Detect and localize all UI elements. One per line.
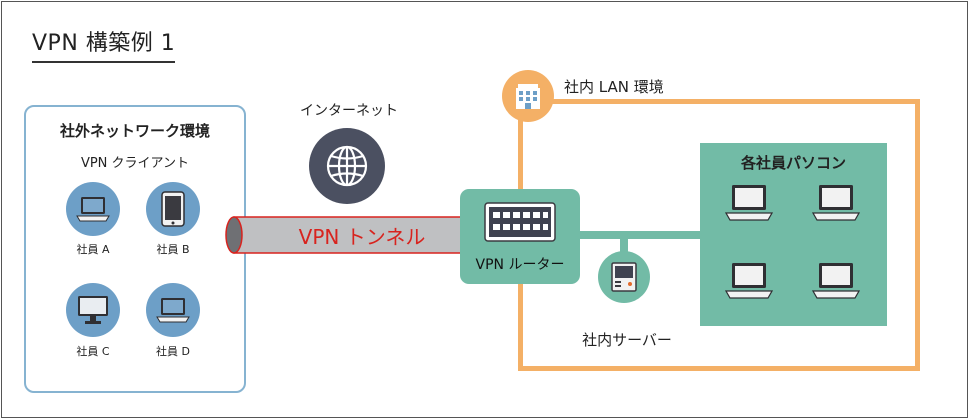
vpn-client-label: VPN クライアント [80,156,190,171]
vpn-router-label: VPN ルーター [475,257,565,273]
external-network-title: 社外ネットワーク環境 [59,122,210,140]
device-label-a: 社員 A [76,243,110,256]
device-label-b: 社員 B [156,243,190,256]
server-icon [598,251,650,303]
router-to-pcs-line [578,231,702,239]
device-label-c: 社員 C [76,345,110,358]
laptop-icon [811,261,861,305]
router-icon [484,202,556,246]
laptop-icon [724,183,774,227]
employee-pcs-title: 各社員パソコン [740,154,846,172]
internet-label: インターネット [300,103,398,119]
laptop-icon [66,182,120,236]
server-connection-line [620,235,628,255]
desktop-monitor-icon [66,283,120,337]
server-label: 社内サーバー [582,331,672,349]
laptop-icon [811,183,861,227]
device-label-d: 社員 D [156,345,190,358]
internal-lan-label: 社内 LAN 環境 [564,78,664,96]
building-icon [502,70,554,122]
page-title: VPN 構築例 1 [32,30,176,63]
vpn-tunnel-label: VPN トンネル [298,225,426,249]
external-network-panel: 社外ネットワーク環境 VPN クライアント 社員 A 社員 B [24,105,246,393]
globe-icon [309,128,385,204]
tablet-icon [146,182,200,236]
vpn-router-box [460,189,580,284]
laptop-icon [724,261,774,305]
laptop-icon [146,283,200,337]
